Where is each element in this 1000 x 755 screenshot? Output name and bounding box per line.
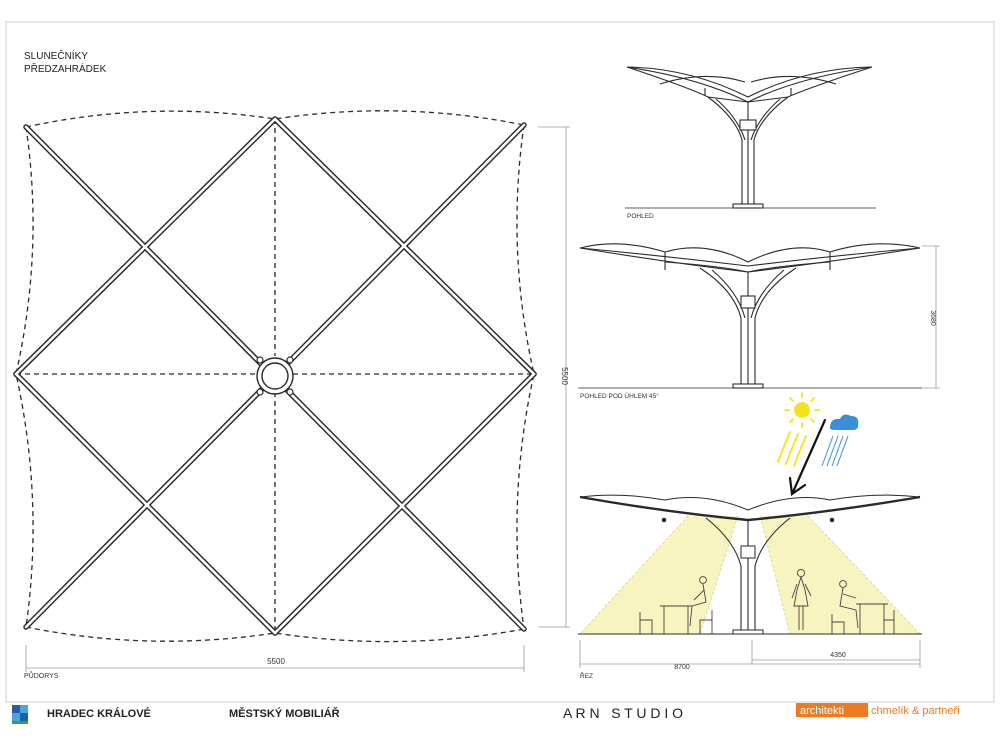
elevation-45-view — [578, 243, 922, 389]
section-view — [578, 494, 922, 635]
section-dim-half: 4350 — [830, 652, 846, 659]
elevation-view — [625, 66, 876, 209]
sun-icon — [777, 392, 820, 467]
plan-mast-inner — [261, 362, 289, 390]
section-dim-total: 8700 — [674, 664, 690, 671]
section-dimensions — [579, 640, 921, 668]
plan-mast-joints — [256, 356, 294, 396]
sheet-border — [5, 21, 995, 703]
footer-firm-a: architekti — [800, 705, 844, 717]
hradec-logo-icon — [12, 705, 28, 724]
section-light — [579, 515, 921, 635]
elevation-45-dim: 3680 — [929, 310, 936, 326]
title-line-1: SLUNEČNÍKY — [24, 49, 88, 62]
footer-city: HRADEC KRÁLOVÉ — [47, 707, 151, 720]
footer-firm-b: chmelík & partneři — [871, 705, 960, 717]
plan-dim-height: 5500 — [560, 367, 569, 385]
sun-direction-arrow-icon — [788, 418, 827, 496]
elevation-45-dimension — [922, 245, 940, 389]
footer-studio: A R N S T U D I O — [563, 705, 683, 721]
elevation-45-label: POHLED POD ÚHLEM 45° — [580, 391, 659, 400]
title-line-2: PŘEDZAHRÁDEK — [24, 62, 107, 75]
plan-view — [13, 110, 537, 643]
section-label: ŘEZ — [580, 671, 593, 680]
rain-cloud-icon — [821, 414, 859, 467]
footer-project: MĚSTSKÝ MOBILIÁŘ — [229, 707, 340, 720]
plan-label: PŮDORYS — [24, 671, 59, 680]
section-furniture — [639, 568, 895, 634]
plan-fabric-edge — [15, 110, 535, 643]
plan-dimensions — [25, 126, 570, 672]
elevation-label: POHLED — [627, 213, 654, 220]
plan-dim-width: 5500 — [267, 657, 285, 666]
firm-badge — [796, 703, 868, 717]
